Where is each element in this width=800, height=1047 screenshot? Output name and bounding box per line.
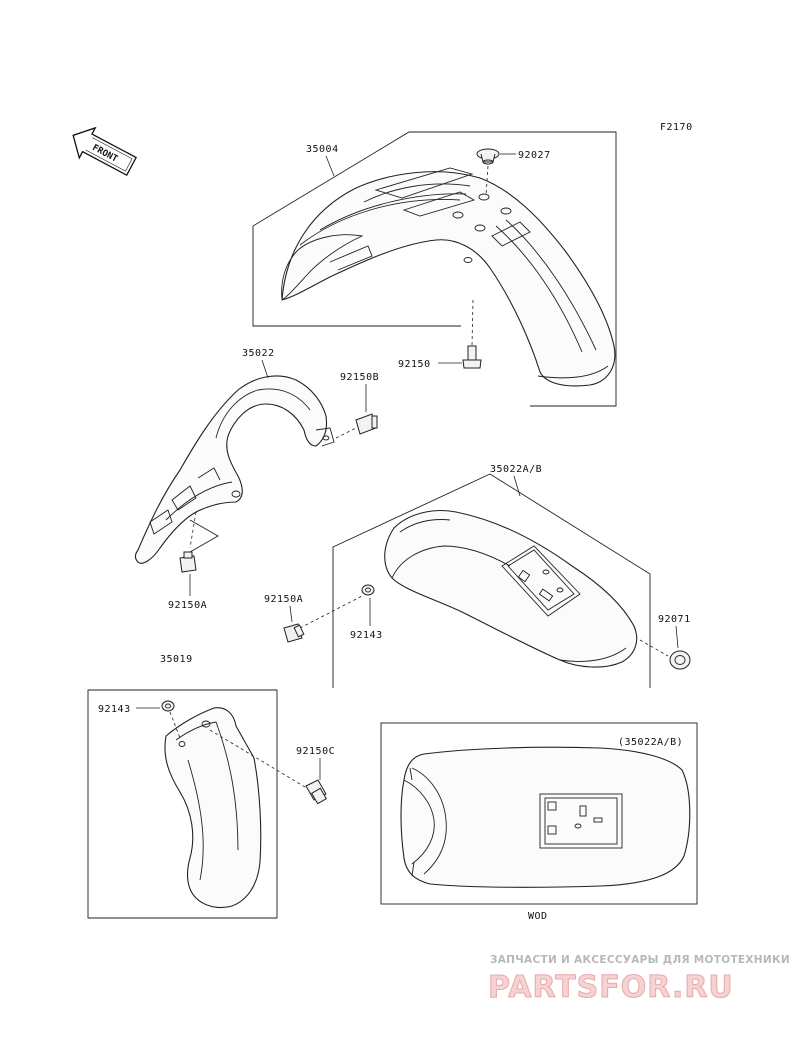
rear-fender-35022AB [332, 473, 651, 688]
label-92150B: 92150B [340, 372, 379, 383]
grommet-92071 [639, 639, 691, 670]
bolt-92150C [209, 729, 328, 805]
label-92150: 92150 [398, 359, 431, 370]
bolt-92150 [462, 299, 482, 369]
front-arrow-icon: FRONT [72, 126, 137, 177]
inset-ref-label: (35022A/B) [618, 737, 683, 748]
diagram-code: F2170 [660, 122, 693, 133]
inset-caption: WOD [528, 911, 548, 922]
watermark-brand: PARTSFOR.RU [488, 970, 734, 1005]
grommet-92027 [476, 148, 500, 197]
front-fender-35004 [252, 131, 617, 407]
inset-35022AB [380, 722, 698, 905]
label-92150A-left: 92150A [168, 600, 207, 611]
label-35004: 35004 [306, 144, 339, 155]
washer-92143-left [161, 700, 181, 739]
rear-fender-35022 [134, 375, 335, 564]
label-92027: 92027 [518, 150, 551, 161]
label-92143-left: 92143 [98, 704, 131, 715]
label-92150A-mid: 92150A [264, 594, 303, 605]
label-35019: 35019 [160, 654, 193, 665]
washer-92143-mid [361, 584, 375, 596]
bolt-92150B [335, 413, 378, 439]
mud-guard-35019 [87, 689, 278, 919]
label-92150C: 92150C [296, 746, 335, 757]
label-35022AB: 35022A/B [490, 464, 542, 475]
label-35022: 35022 [242, 348, 275, 359]
bolt-92150A-mid [283, 595, 363, 643]
watermark-tagline: ЗАПЧАСТИ И АКСЕССУАРЫ ДЛЯ МОТОТЕХНИКИ [490, 954, 790, 966]
bolt-92150A-left [179, 511, 197, 573]
label-92071: 92071 [658, 614, 691, 625]
label-92143-mid: 92143 [350, 630, 383, 641]
